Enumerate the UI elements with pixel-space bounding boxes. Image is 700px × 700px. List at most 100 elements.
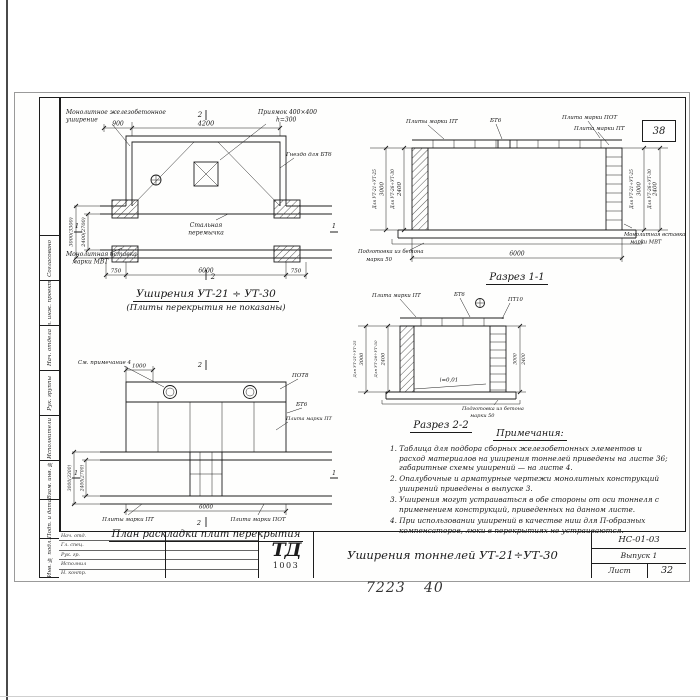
plan-widening-drawing: 900 4200 750 6000 750 3000(3300) 2400(27… [65, 109, 338, 281]
section-marker: 1 [74, 470, 78, 477]
dim-label: 3000 [359, 352, 365, 366]
section-1-1-title: Разрез 1-1 [437, 272, 597, 285]
drawing-label: Плита марки ПТ [285, 416, 333, 422]
drawing-label: БТ6 [489, 118, 502, 124]
note-item: 1. Таблица для подбора сборных железобет… [390, 444, 668, 473]
dim-label: 3000(3300) [68, 217, 75, 246]
strip-label: Нач. отдела [47, 329, 53, 367]
dim-note: Для УТ-21÷УТ-25 [630, 169, 635, 210]
dim-note: Для УТ-26÷УТ-30 [391, 169, 396, 210]
stamp-signature-cell [166, 570, 258, 578]
sheet-label: Лист [592, 563, 648, 578]
section-geometry [381, 298, 521, 405]
dim-label: 6000 [509, 251, 524, 258]
drawing-label: Плиты марки ПТ [101, 517, 154, 523]
drawing-label: Плита марки ПТ [573, 126, 625, 132]
dim-label: 750 [111, 269, 122, 275]
drawing-label: марки МВТ [630, 240, 662, 246]
plan-section-markers: 2 2 1 1 [74, 110, 338, 281]
plan-subtitle: (Плиты перекрытия не показаны) [126, 303, 286, 313]
drawing-label: Плита марки ПТ [371, 293, 421, 299]
drawing-label: Монолитная вставка [623, 232, 685, 238]
section-dimensions: 6000 Для УТ-21÷УТ-25 3000 Для УТ-26÷УТ-3… [370, 145, 668, 262]
dim-label: 900 [112, 121, 124, 128]
hatch-opening [163, 385, 177, 399]
plan-labels: Монолитное железобетонное уширение Приям… [65, 109, 332, 266]
stamp-signatures-left: Нач. отд. Гл. спец. Рук. гр. Исполнил Н.… [59, 532, 166, 578]
logo-td-text: ТД [271, 538, 301, 561]
drawing-label: марки 50 [366, 257, 393, 263]
section-labels: Плиты марки ПТ БТ6 Плита марки ПОТ Плита… [357, 115, 685, 263]
notes-block: Примечания: 1. Таблица для подбора сборн… [390, 428, 670, 537]
section-marker: 2 [196, 519, 201, 527]
plan-title: Уширения УТ-21 ÷ УТ-30 [96, 288, 316, 302]
drawing-label: Стальная [190, 222, 222, 229]
dim-label: 2400 [397, 182, 403, 197]
note-item: 4. При использовании уширений в качестве… [390, 515, 646, 535]
scan-edge-left [6, 0, 8, 700]
dim-label: 3000 [637, 182, 643, 196]
section-geometry [391, 139, 643, 245]
strip-cell: Инв. № подл. [40, 539, 60, 577]
stamp-signature-cell [166, 532, 258, 542]
strip-cell: Рук. группы [40, 371, 60, 416]
strip-label: Гл. инж. проекта [47, 281, 53, 326]
section-marker: 2 [210, 273, 216, 281]
dim-label: 3000 [513, 353, 519, 365]
strip-cell: Согласовано [40, 236, 60, 281]
section-marker: 1 [75, 222, 79, 230]
dim-label: 6000 [199, 505, 213, 511]
dim-label: 1000 [132, 364, 146, 370]
drawing-label: Монолитное железобетонное [65, 109, 166, 116]
section-marker: 1 [332, 470, 336, 477]
dim-label: 2400 [653, 182, 659, 197]
drawing-label: уширение [65, 117, 98, 124]
stamp-row: Рук. гр. [59, 551, 165, 561]
stamp-row: Нач. отд. [59, 532, 165, 542]
note-item: 2. Опалубочные и арматурные чертежи моно… [390, 474, 660, 493]
stamp-row: Н. контр. [59, 570, 165, 578]
drawing-label: Плита марки ПОТ [561, 115, 617, 121]
stamp-row-label: Гл. спец. [61, 543, 84, 549]
issue-label: Выпуск 1 [592, 549, 686, 564]
strip-cell: Взам. инв. № [40, 461, 60, 500]
sheet-cell: Лист 32 [592, 563, 686, 578]
drawing-label: Плиты марки ПТ [405, 119, 458, 125]
stamp-row-label: Исполнил [61, 561, 87, 567]
document-code: НС-01-03 [592, 532, 686, 549]
drawing-label: Монолитная вставка [65, 251, 137, 258]
plan-labels: См. примечание 4 ПОТ8 БТ6 Плита марки ПТ… [78, 360, 333, 523]
drawing-label: Плита марки ПОТ [230, 517, 286, 523]
stamp-signature-cell [166, 551, 258, 561]
drawing-sheet: Согласовано Гл. инж. проекта Нач. отдела… [14, 92, 690, 582]
hatch-opening [243, 385, 257, 399]
plan-geometry [100, 135, 332, 263]
section-marker: 2 [197, 361, 202, 369]
sheet-number: 32 [660, 565, 674, 577]
drawing-label: См. примечание 4 [78, 360, 132, 366]
strip-label: Рук. группы [47, 375, 53, 411]
strip-cell: Гл. инж. проекта [40, 281, 60, 326]
left-margin-strip: Согласовано Гл. инж. проекта Нач. отдела… [39, 97, 61, 578]
drawing-label: ПОТ8 [291, 373, 309, 379]
section-labels: Плита марки ПТ БТ6 ПТ10 i=0,01 Подготовк… [371, 292, 524, 419]
strip-cell: Исполнители [40, 416, 60, 461]
drawing-label: БТ6 [453, 292, 465, 298]
dim-label: 3000 [380, 182, 386, 196]
dim-label: 2400 [521, 353, 527, 366]
drawing-label: марки МВТ [72, 259, 109, 266]
plan-geometry [100, 381, 332, 505]
dim-note: Для УТ-26÷УТ-30 [373, 340, 378, 379]
drawing-label: Приямок 400×400 [257, 109, 317, 116]
drawing-label: ПТ10 [507, 297, 524, 303]
plan-dimensions: 1000 6000 3000(3300) 2400(2700) [66, 364, 289, 515]
strip-label: Исполнители [47, 417, 53, 459]
section-marker: 1 [332, 222, 336, 230]
roof-plates-plan-drawing: 1000 6000 3000(3300) 2400(2700) 2 2 1 1 … [66, 360, 338, 527]
stamp-row: Гл. спец. [59, 541, 165, 551]
dim-label: 750 [291, 269, 302, 275]
drawing-label: перемычка [188, 230, 224, 237]
org-logo: ТД 1003 [259, 532, 314, 578]
dim-label: 2400(2700) [80, 217, 87, 247]
strip-spacer [40, 98, 60, 236]
